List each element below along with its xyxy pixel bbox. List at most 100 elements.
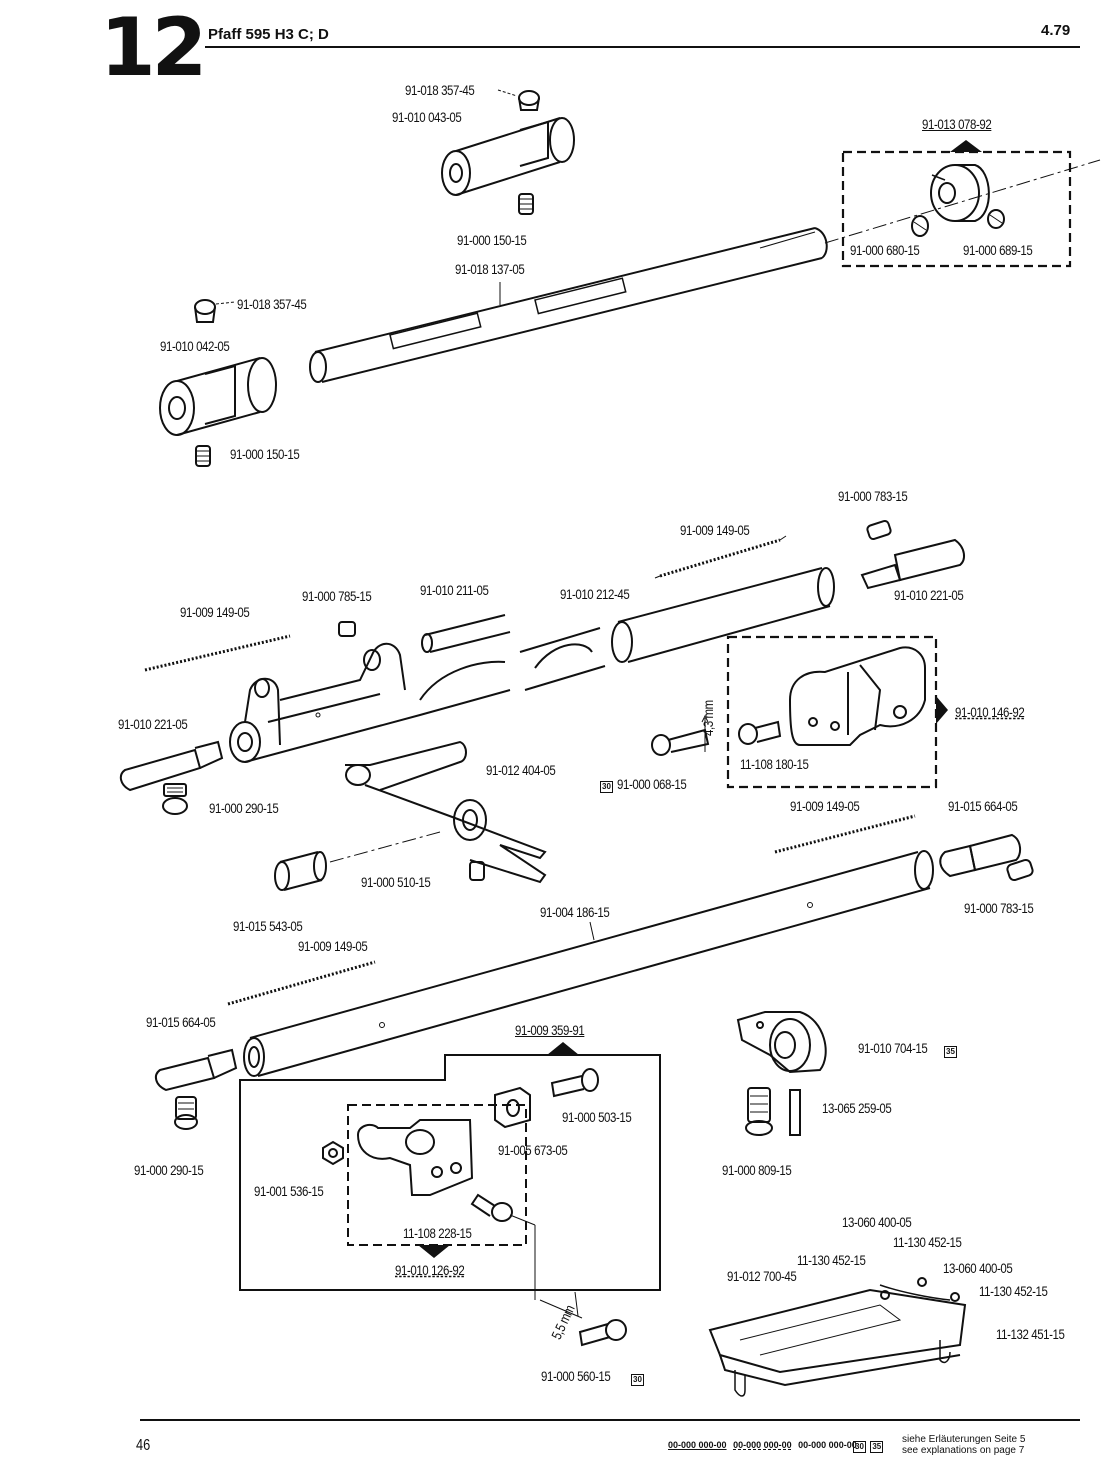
rocker-frame — [229, 642, 511, 763]
assembly-label: 91-013 078-92 — [922, 116, 992, 132]
part-label: 11-108 228-15 — [403, 1225, 472, 1241]
page-number: 46 — [136, 1437, 151, 1454]
screw-785 — [338, 621, 356, 637]
ref-box-wrap: 30 — [631, 1369, 644, 1387]
page-title: Pfaff 595 H3 C; D — [208, 26, 329, 43]
screw-560 — [578, 1319, 627, 1347]
part-label: 91-005 673-05 — [498, 1142, 568, 1158]
part-label: 91-010 212-45 — [560, 586, 630, 602]
bushing-upper — [441, 117, 575, 196]
part-label-boxed: 91-010 704-15 — [858, 1040, 943, 1058]
lever-404 — [345, 740, 547, 884]
part-label: 13-060 400-05 — [943, 1260, 1013, 1276]
part-label: 91-009 149-05 — [180, 604, 250, 620]
screw-068 — [651, 714, 710, 756]
ref-box: 30 — [631, 1374, 644, 1386]
part-label: 91-000 510-15 — [361, 874, 431, 890]
bushing-lower — [159, 357, 277, 436]
part-label: 91-000 560-15 — [541, 1368, 611, 1384]
screw-783-top — [866, 519, 892, 541]
part-label: 13-060 400-05 — [842, 1214, 912, 1230]
part-label: 91-000 290-15 — [209, 800, 279, 816]
part-label: 91-018 357-45 — [405, 82, 475, 98]
part-label: 91-000 783-15 — [964, 900, 1034, 916]
ref-box: 30 — [600, 781, 613, 793]
wick-2 — [144, 634, 291, 672]
part-label: 91-012 404-05 — [486, 762, 556, 778]
wick-4 — [227, 960, 376, 1006]
pin-664-right — [939, 833, 1022, 878]
holder — [356, 1119, 474, 1196]
chapter-number: 12 — [100, 1, 207, 94]
ref-box: 35 — [870, 1441, 884, 1453]
part-label: 91-000 783-15 — [838, 488, 908, 504]
legend-code-2: 00-000 000-00 — [733, 1440, 792, 1450]
screw-180 — [738, 720, 782, 745]
part-label: 91-000 068-15 — [617, 776, 687, 792]
part-label: 91-018 357-45 — [237, 296, 307, 312]
ref-box: 35 — [944, 1046, 957, 1058]
screw-290-lower — [174, 1096, 198, 1130]
set-screw-upper — [518, 193, 534, 215]
part-label: 91-010 221-05 — [118, 716, 188, 732]
collar-screw-right — [987, 209, 1005, 229]
part-label: 91-000 785-15 — [302, 588, 372, 604]
screw-503 — [550, 1068, 599, 1098]
screw-510 — [469, 861, 485, 881]
legend-boxes: 30 35 — [853, 1436, 884, 1454]
part-label: 91-018 137-05 — [455, 261, 525, 277]
part-label: 91-010 704-15 — [858, 1040, 928, 1056]
long-shaft — [243, 850, 934, 1077]
part-label: 91-000 503-15 — [562, 1109, 632, 1125]
wick-1 — [659, 538, 781, 578]
pin-221-right — [860, 538, 965, 590]
part-label: 91-015 543-05 — [233, 918, 303, 934]
part-label: 91-010 211-05 — [420, 582, 489, 598]
note-english: see explanations on page 7 — [902, 1445, 1025, 1456]
assembly-label: 91-009 359-91 — [515, 1022, 585, 1038]
screw-228 — [470, 1193, 536, 1300]
assembly-box-359 — [239, 1054, 661, 1291]
part-label: 91-012 700-45 — [727, 1268, 797, 1284]
part-label: 11-130 452-15 — [893, 1234, 962, 1250]
part-label: 91-000 680-15 — [850, 242, 920, 258]
screw-809 — [745, 1087, 773, 1136]
part-label: 91-001 536-15 — [254, 1183, 324, 1199]
part-label: 11-130 452-15 — [979, 1283, 1048, 1299]
nut-536 — [322, 1140, 344, 1166]
needle-plate — [708, 1277, 967, 1397]
main-shaft — [309, 227, 828, 383]
rod-211 — [421, 614, 511, 653]
collar-screw-left — [911, 215, 929, 237]
note-german: siehe Erläuterungen Seite 5 — [902, 1434, 1026, 1445]
part-label: 91-000 809-15 — [722, 1162, 792, 1178]
screw-783-right — [1006, 858, 1034, 882]
part-label: 91-009 149-05 — [298, 938, 368, 954]
screw-290-upper — [162, 783, 188, 815]
cap-screw-top — [497, 89, 540, 111]
part-label: 91-010 221-05 — [894, 587, 964, 603]
part-label: 91-010 043-05 — [392, 109, 462, 125]
part-label: 13-065 259-05 — [822, 1100, 892, 1116]
part-label: 11-132 451-15 — [996, 1326, 1065, 1342]
assembly-label: 91-010 146-92 — [955, 704, 1025, 720]
part-label: 11-108 180-15 — [740, 756, 809, 772]
part-label: 11-130 452-15 — [797, 1252, 866, 1268]
legend-code-1: 00-000 000-00 — [668, 1440, 727, 1450]
cap-screw-left — [194, 299, 236, 323]
assembly-label: 91-010 126-92 — [395, 1262, 465, 1278]
ref-box: 30 — [853, 1441, 866, 1453]
part-label: 91-000 150-15 — [457, 232, 527, 248]
legend-code: 00-000 000-00 00-000 000-00 00-000 000-0… — [668, 1440, 857, 1450]
legend-code-3: 00-000 000-00 — [798, 1440, 857, 1450]
tube-212 — [519, 567, 835, 691]
part-label: 91-015 664-05 — [948, 798, 1018, 814]
part-label: 91-000 689-15 — [963, 242, 1033, 258]
part-label: 91-004 186-15 — [540, 904, 610, 920]
square-nut-673 — [494, 1086, 531, 1129]
collar — [930, 164, 990, 222]
ref-box-wrap: 35 — [944, 1041, 957, 1059]
explanation-note: siehe Erläuterungen Seite 5 see explanat… — [902, 1434, 1025, 1456]
pin-259 — [789, 1089, 801, 1136]
